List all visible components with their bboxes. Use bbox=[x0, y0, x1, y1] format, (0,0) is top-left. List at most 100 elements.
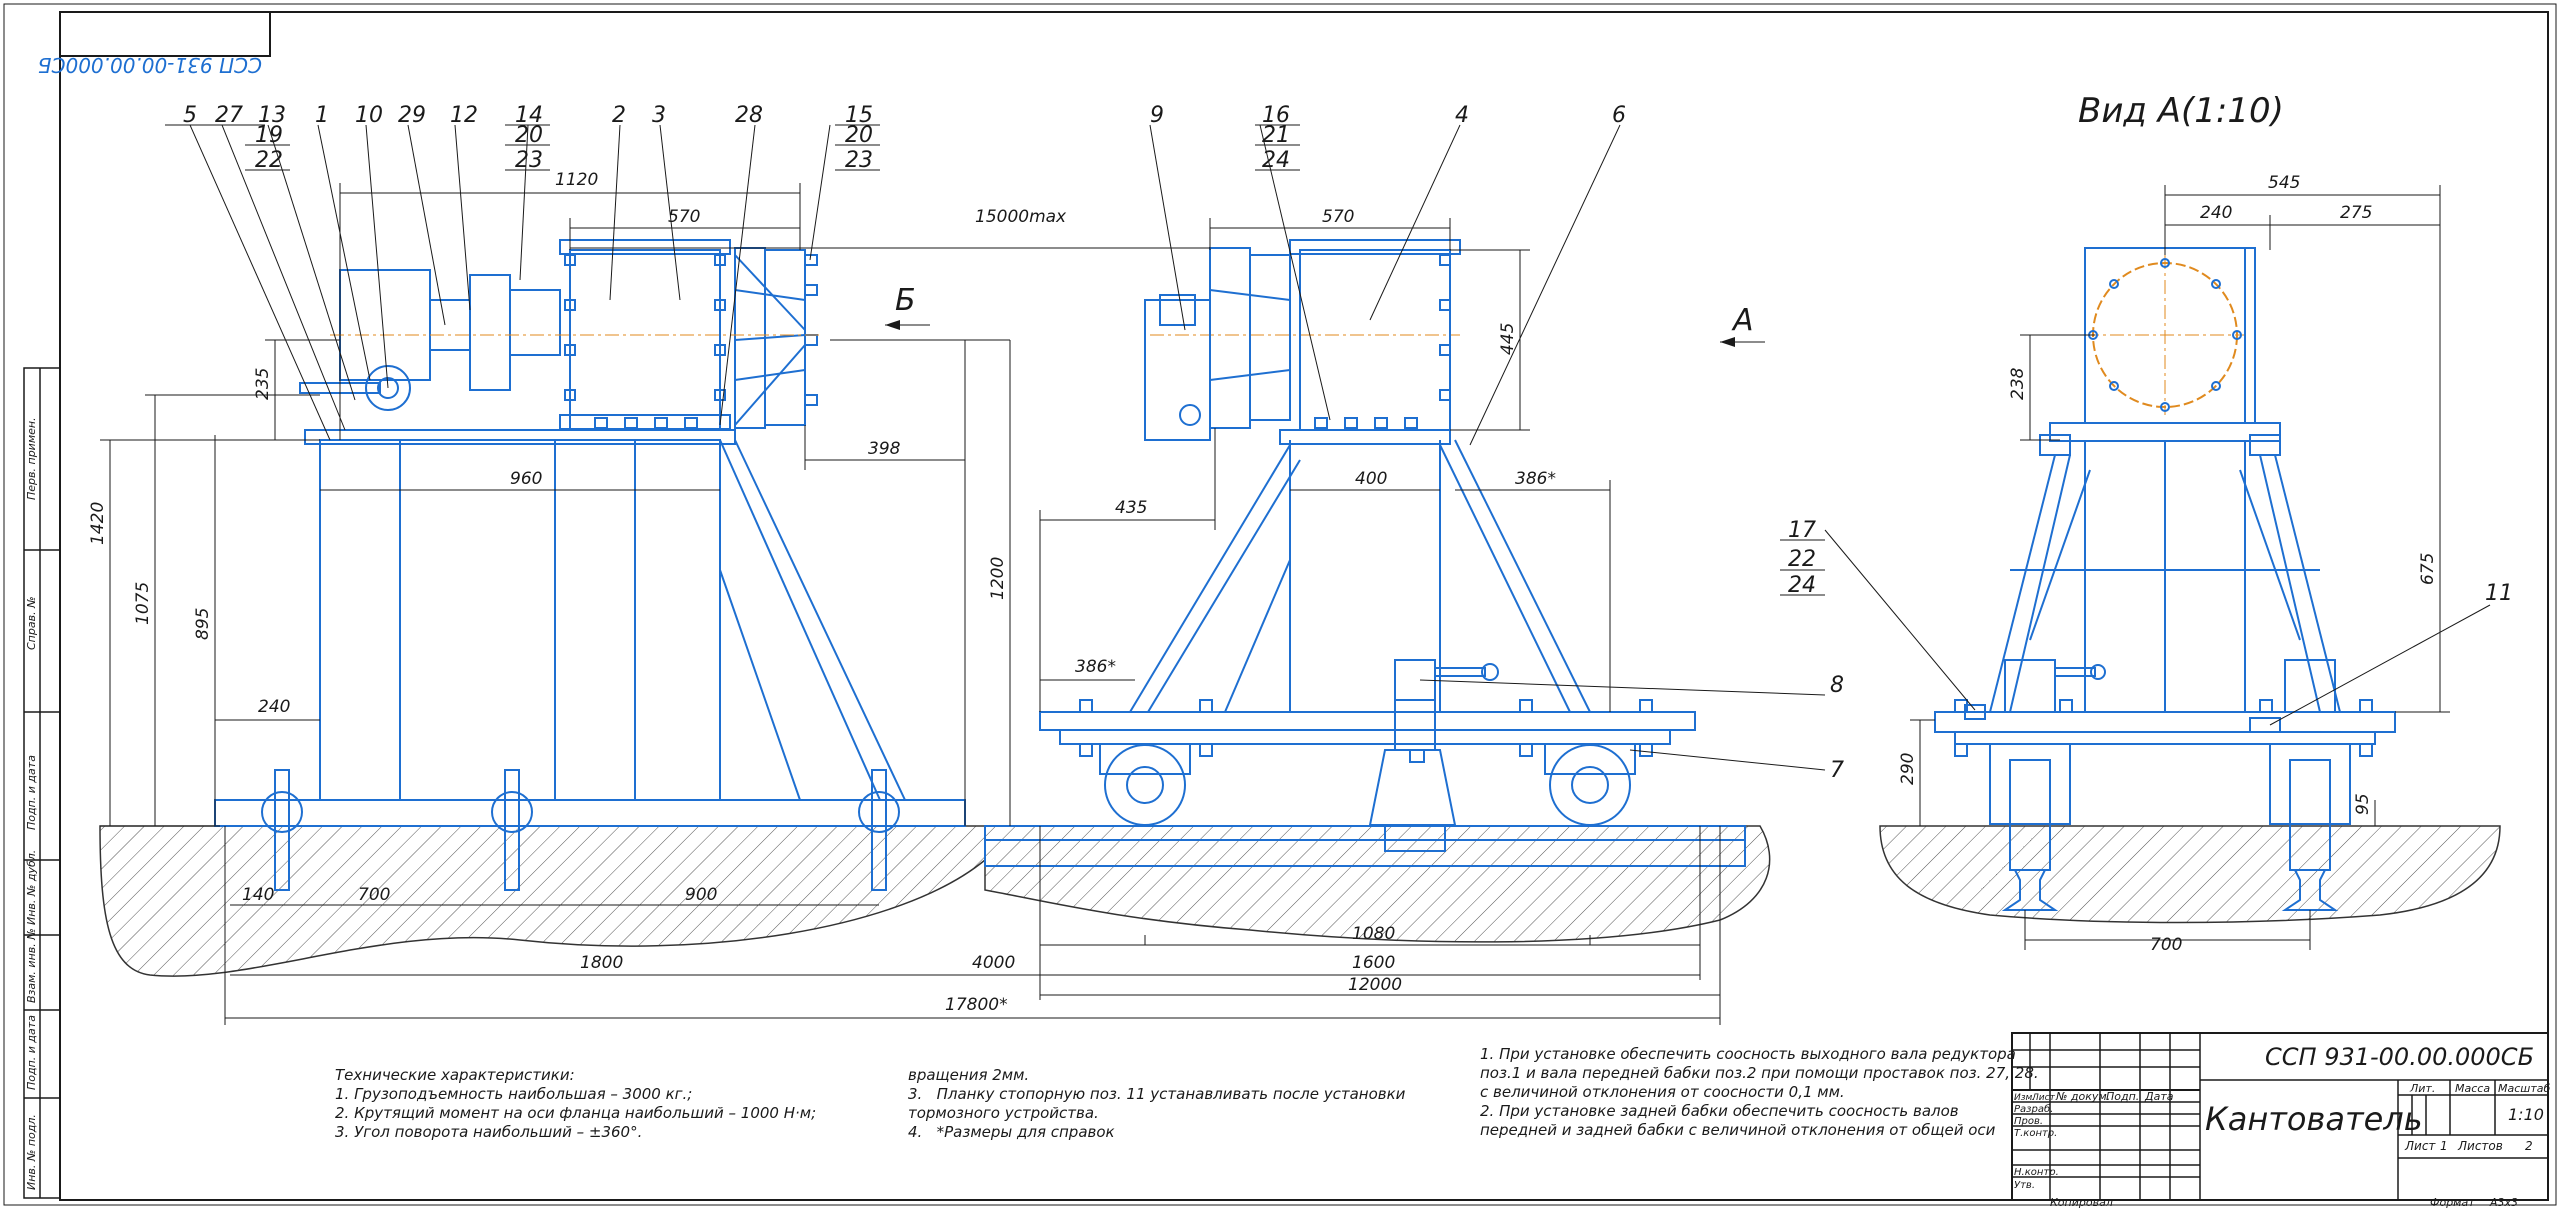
title-sheets-num: 2 bbox=[2525, 1139, 2533, 1153]
dim-386a: 386* bbox=[1515, 469, 1556, 489]
dim-545: 545 bbox=[2268, 173, 2300, 193]
callout-8: 8 bbox=[1830, 673, 1844, 698]
title-razrab: Разраб. bbox=[2014, 1103, 2053, 1115]
callout-20b: 20 bbox=[845, 123, 873, 148]
callout-labels: 5 27 13 19 22 1 10 29 12 14 20 23 2 3 28… bbox=[183, 103, 2513, 783]
drawing-frame bbox=[3, 3, 2557, 1206]
callout-16: 16 bbox=[1262, 103, 1290, 128]
callout-7: 7 bbox=[1830, 758, 1844, 783]
title-format: А3х3 bbox=[2489, 1196, 2518, 1209]
dim-960: 960 bbox=[510, 469, 542, 489]
title-col-scale: Масштаб bbox=[2498, 1082, 2550, 1095]
title-row-doc: № докум. bbox=[2055, 1090, 2110, 1103]
dim-398: 398 bbox=[868, 439, 901, 459]
title-block-name: Кантователь bbox=[2205, 1100, 2423, 1138]
headstock-assembly bbox=[214, 239, 966, 891]
title-row-date: Дата bbox=[2144, 1090, 2174, 1103]
dim-400: 400 bbox=[1355, 469, 1387, 489]
dim-275: 275 bbox=[2340, 203, 2372, 223]
dim-17800: 17800* bbox=[945, 995, 1008, 1015]
title-block-code: ССП 931-00.00.000СБ bbox=[2265, 1043, 2534, 1071]
dim-4000: 4000 bbox=[972, 953, 1015, 973]
dim-700b: 700 bbox=[2150, 935, 2182, 955]
ground-mid bbox=[984, 825, 1771, 943]
callout-29: 29 bbox=[398, 103, 426, 128]
dim-15000: 15000max bbox=[975, 207, 1067, 227]
leader-lines bbox=[165, 124, 2491, 771]
dim-386b: 386* bbox=[1075, 657, 1116, 677]
callout-14: 14 bbox=[515, 103, 543, 128]
dim-675: 675 bbox=[2418, 553, 2438, 585]
side-field-7: Инв. № подл. bbox=[25, 1114, 38, 1190]
dim-1075: 1075 bbox=[133, 582, 153, 625]
callout-21: 21 bbox=[1262, 123, 1290, 148]
dim-140: 140 bbox=[242, 885, 274, 905]
dim-900: 900 bbox=[685, 885, 717, 905]
callout-6: 6 bbox=[1612, 103, 1626, 128]
dimension-lines bbox=[100, 183, 2450, 1025]
title-block-lines bbox=[2011, 1032, 2549, 1201]
dim-290: 290 bbox=[1898, 753, 1918, 785]
callout-9: 9 bbox=[1150, 103, 1164, 128]
side-field-6: Подп. и дата bbox=[25, 1015, 38, 1090]
callout-19: 19 bbox=[255, 123, 283, 148]
dim-895: 895 bbox=[193, 608, 213, 640]
assembly-notes: 1. При установке обеспечить соосность вы… bbox=[1480, 1045, 2039, 1139]
callout-15: 15 bbox=[845, 103, 873, 128]
side-strip bbox=[23, 367, 61, 1199]
title-scale: 1:10 bbox=[2508, 1105, 2544, 1124]
title-col-lit: Лит. bbox=[2409, 1082, 2435, 1095]
title-utv: Утв. bbox=[2014, 1180, 2035, 1191]
view-a-label: Вид А(1:10) bbox=[2078, 91, 2284, 131]
callout-11: 11 bbox=[2485, 581, 2513, 606]
dimension-arrows bbox=[885, 320, 1735, 347]
arrow-a-label: А bbox=[1731, 303, 1754, 338]
assembly-notes-continued: вращения 2мм. 3. Планку стопорную поз. 1… bbox=[908, 1066, 1406, 1141]
callout-27: 27 bbox=[215, 103, 243, 128]
mirrored-code-box: ССП 931-00.00.000СБ bbox=[38, 11, 271, 77]
dim-95: 95 bbox=[2353, 793, 2373, 815]
callout-20a: 20 bbox=[515, 123, 543, 148]
title-kopiroval: Копировал bbox=[2050, 1196, 2113, 1209]
side-field-1: Перв. примен. bbox=[25, 417, 38, 500]
callout-3: 3 bbox=[652, 103, 666, 128]
callout-23b: 23 bbox=[845, 148, 873, 173]
dim-1600: 1600 bbox=[1352, 953, 1395, 973]
dim-570a: 570 bbox=[668, 207, 700, 227]
callout-22b: 22 bbox=[1788, 547, 1816, 572]
callout-28: 28 bbox=[735, 103, 763, 128]
dim-235: 235 bbox=[253, 368, 273, 400]
callout-23a: 23 bbox=[515, 148, 543, 173]
axis-lines bbox=[330, 255, 2245, 415]
tech-characteristics-note: Технические характеристики: 1. Грузоподъ… bbox=[335, 1066, 817, 1141]
view-a-assembly bbox=[1934, 247, 2396, 911]
title-tkontr: Т.контр. bbox=[2014, 1128, 2057, 1139]
callout-2: 2 bbox=[612, 103, 626, 128]
title-row-izm: Изм. bbox=[2014, 1093, 2035, 1103]
callout-1: 1 bbox=[315, 103, 329, 128]
side-field-5: Взам. инв. № bbox=[25, 928, 38, 1003]
callout-24a: 24 bbox=[1262, 148, 1290, 173]
dim-240t: 240 bbox=[2200, 203, 2232, 223]
ground-right bbox=[1879, 825, 2501, 924]
side-field-2: Справ. № bbox=[25, 596, 38, 650]
callout-10: 10 bbox=[355, 103, 383, 128]
title-col-mass: Масса bbox=[2455, 1082, 2490, 1095]
side-field-4: Инв. № дубл. bbox=[25, 850, 38, 925]
dim-700a: 700 bbox=[358, 885, 390, 905]
dim-1080: 1080 bbox=[1352, 924, 1395, 944]
title-row-list: Лист bbox=[2031, 1093, 2056, 1103]
dim-1800: 1800 bbox=[580, 953, 623, 973]
callout-22a: 22 bbox=[255, 148, 283, 173]
arrow-b-label: Б bbox=[895, 283, 916, 318]
dim-238: 238 bbox=[2008, 367, 2028, 400]
dim-1120: 1120 bbox=[555, 170, 598, 190]
dim-240l: 240 bbox=[258, 697, 290, 717]
title-sheets-label: Листов bbox=[2457, 1139, 2503, 1153]
title-sheet-label: Лист bbox=[2404, 1139, 2436, 1153]
callout-13: 13 bbox=[258, 103, 286, 128]
title-nkontr: Н.контр. bbox=[2014, 1167, 2059, 1178]
title-format-label: Формат bbox=[2430, 1196, 2475, 1209]
ground-left bbox=[99, 825, 986, 977]
